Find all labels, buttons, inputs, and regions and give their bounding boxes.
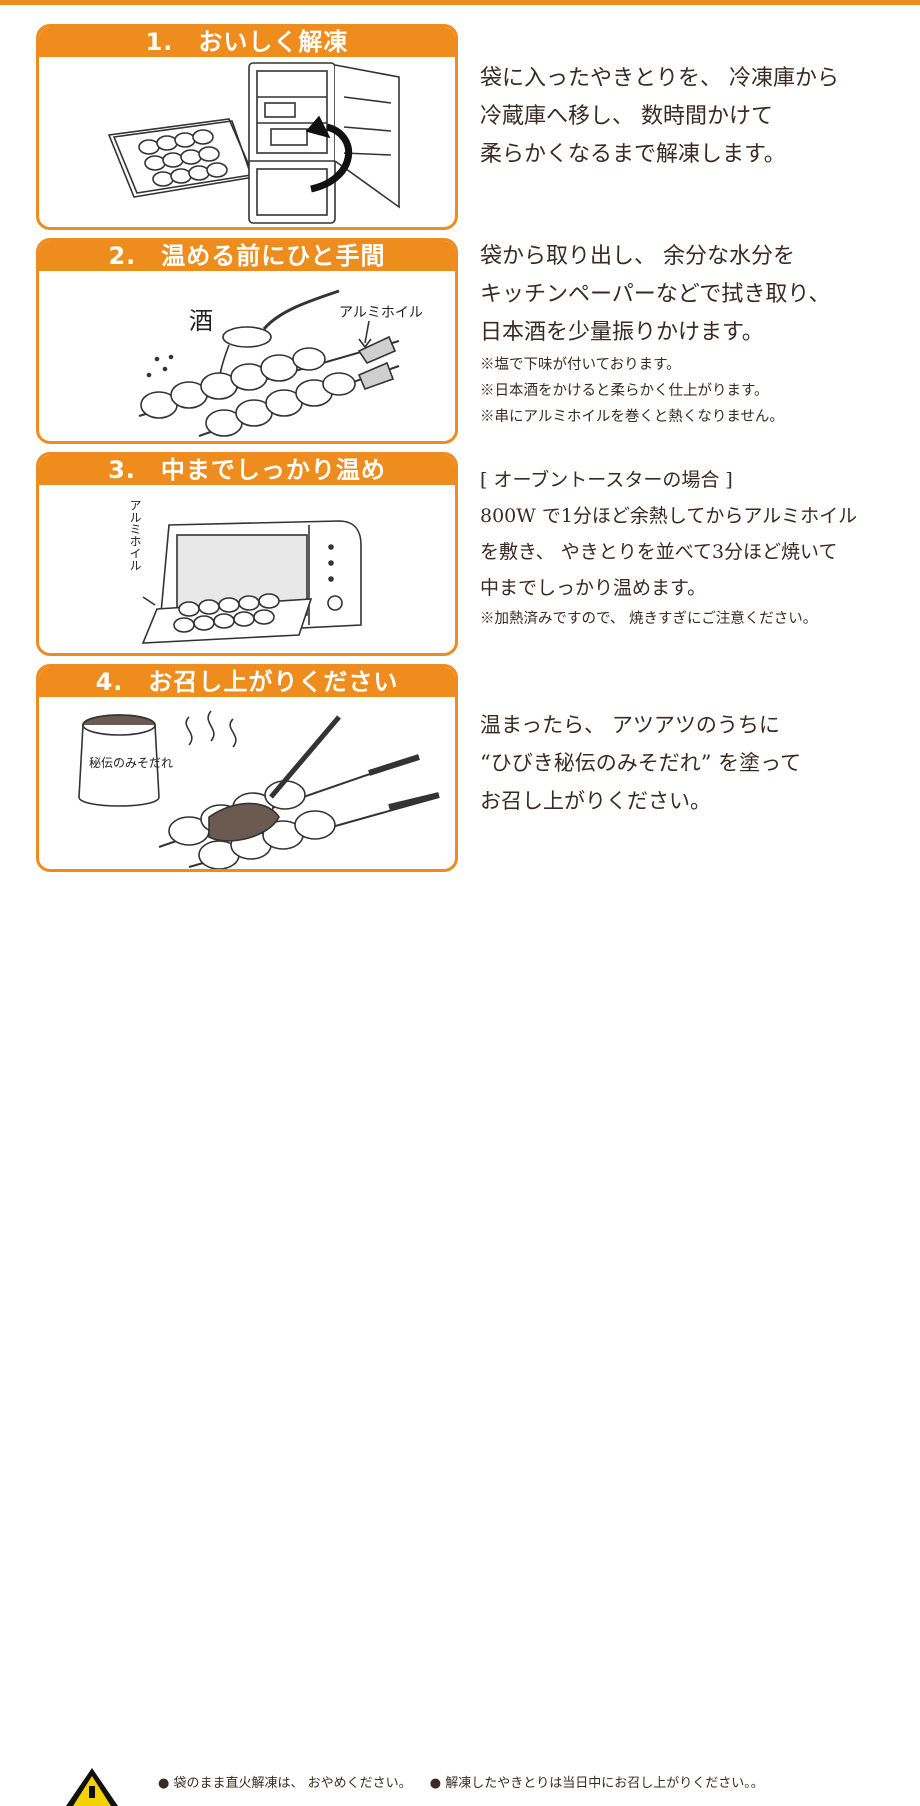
step-3-title: 3. 中までしっかり温め (39, 455, 455, 485)
step-1-line-3: 柔らかくなるまで解凍します。 (480, 142, 786, 167)
miso-sauce-skewer-illustration: 秘伝のみそだれ (39, 697, 455, 869)
foil-label-vertical: アルミホイル (128, 499, 142, 571)
step-2-panel: 2. 温める前にひと手間 酒 アルミホイル (36, 238, 458, 444)
step-2-line-2: キッチンペーパーなどで拭き取り、 (480, 282, 831, 307)
step-3-line-3: 中までしっかり温めます。 (480, 577, 707, 599)
step-3-note-1: ※加熱済みですので、 焼きすぎにご注意ください。 (480, 611, 818, 627)
footer-note-1: ● 袋のまま直火解凍は、 おやめください。 (158, 1776, 412, 1791)
footer-notes: ● 袋のまま直火解凍は、 おやめください。 ● 解凍したやきとりは当日中にお召し… (158, 1772, 778, 1791)
fridge-illustration (39, 57, 455, 227)
top-accent-bar (0, 0, 920, 5)
step-3-line-1: 800W で1分ほど余熱してからアルミホイル (480, 505, 858, 527)
step-1-line-2: 冷蔵庫へ移し、 数時間かけて (480, 104, 773, 129)
step-2-description: 袋から取り出し、 余分な水分を キッチンペーパーなどで拭き取り、 日本酒を少量振… (480, 238, 900, 430)
step-3-line-2: を敷き、 やきとりを並べて3分ほど焼いて (480, 541, 838, 563)
step-2-line-3: 日本酒を少量振りかけます。 (480, 320, 764, 345)
step-1-line-1: 袋に入ったやきとりを、 冷凍庫から (480, 66, 839, 91)
toaster-oven-illustration: アルミホイル (39, 485, 455, 653)
jar-label: 秘伝のみそだれ (89, 756, 173, 770)
step-1-panel: 1. おいしく解凍 (36, 24, 458, 230)
step-1-description: 袋に入ったやきとりを、 冷凍庫から 冷蔵庫へ移し、 数時間かけて 柔らかくなるま… (480, 60, 900, 174)
footer: ● 袋のまま直火解凍は、 おやめください。 ● 解凍したやきとりは当日中にお召し… (0, 880, 920, 1806)
step-2-note-2: ※日本酒をかけると柔らかく仕上がります。 (480, 383, 769, 399)
step-3-description: [ オーブントースターの場合 ] 800W で1分ほど余熱してからアルミホイル … (480, 462, 900, 632)
step-4-line-3: お召し上がりください。 (480, 789, 711, 813)
step-4-description: 温まったら、 アツアツのうちに “ひびき秘伝のみそだれ” を塗って お召し上がり… (480, 706, 900, 820)
step-1-title: 1. おいしく解凍 (39, 27, 455, 57)
step-4-line-2: “ひびき秘伝のみそだれ” を塗って (480, 751, 802, 775)
step-2-title: 2. 温める前にひと手間 (39, 241, 455, 271)
step-2-note-1: ※塩で下味が付いております。 (480, 357, 681, 373)
step-4-line-1: 温まったら、 アツアツのうちに (480, 713, 780, 737)
step-2-note-3: ※串にアルミホイルを巻くと熱くなりません。 (480, 409, 784, 425)
foil-label: アルミホイル (339, 305, 423, 321)
sake-label: 酒 (189, 307, 213, 335)
step-3-heading: [ オーブントースターの場合 ] (480, 469, 733, 491)
step-4-panel: 4. お召し上がりください (36, 664, 458, 872)
skewer-sake-illustration: 酒 アルミホイル (39, 271, 455, 441)
warning-triangle-icon (66, 1768, 118, 1806)
footer-note-2: ● 解凍したやきとりは当日中にお召し上がりください。。 (429, 1776, 764, 1791)
step-3-panel: 3. 中までしっかり温め アルミホイル (36, 452, 458, 656)
step-4-title: 4. お召し上がりください (39, 667, 455, 697)
step-2-line-1: 袋から取り出し、 余分な水分を (480, 244, 795, 269)
